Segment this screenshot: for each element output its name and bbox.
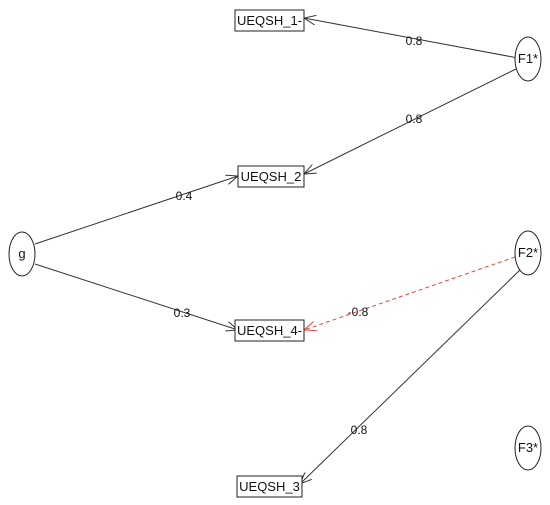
edge-g-uq4 xyxy=(34,263,238,330)
edge-f1-uq2 xyxy=(304,66,521,174)
edge-label-f2-uq3: 0.8 xyxy=(351,423,368,437)
edge-label-f2-uq4: -0.8 xyxy=(348,305,369,319)
edge-labels-layer: 0.8 0.8 0.4 0.3 -0.8 0.8 xyxy=(174,34,423,437)
node-label-uq4: UEQSH_4- xyxy=(237,323,302,338)
node-uq1: UEQSH_1- xyxy=(234,9,305,32)
edge-label-f1-uq2: 0.8 xyxy=(406,112,423,126)
edge-label-f1-uq1: 0.8 xyxy=(406,34,423,48)
edge-f2-uq4 xyxy=(304,256,516,330)
node-label-g: g xyxy=(18,246,25,261)
node-label-f1: F1* xyxy=(518,51,538,66)
node-label-uq2: UEQSH_2 xyxy=(241,169,302,184)
edge-label-g-uq2: 0.4 xyxy=(176,189,193,203)
edge-f2-uq3 xyxy=(300,267,523,484)
node-label-f2: F2* xyxy=(518,245,538,260)
node-uq4: UEQSH_4- xyxy=(234,319,305,342)
node-label-uq1: UEQSH_1- xyxy=(237,13,302,28)
node-uq3: UEQSH_3 xyxy=(236,475,303,498)
node-uq2: UEQSH_2 xyxy=(237,165,305,188)
node-f3: F3* xyxy=(514,425,542,471)
node-label-uq3: UEQSH_3 xyxy=(239,479,300,494)
node-f2: F2* xyxy=(514,230,542,276)
node-g: g xyxy=(8,231,36,277)
node-label-f3: F3* xyxy=(518,440,538,455)
edge-label-g-uq4: 0.3 xyxy=(174,306,191,320)
node-f1: F1* xyxy=(514,36,542,82)
edge-g-uq2 xyxy=(34,176,238,245)
edge-f1-uq1 xyxy=(304,18,519,59)
edges-layer xyxy=(34,18,523,484)
nodes-layer: UEQSH_1- UEQSH_2 UEQSH_4- UEQSH_3 g F1* … xyxy=(8,9,542,498)
